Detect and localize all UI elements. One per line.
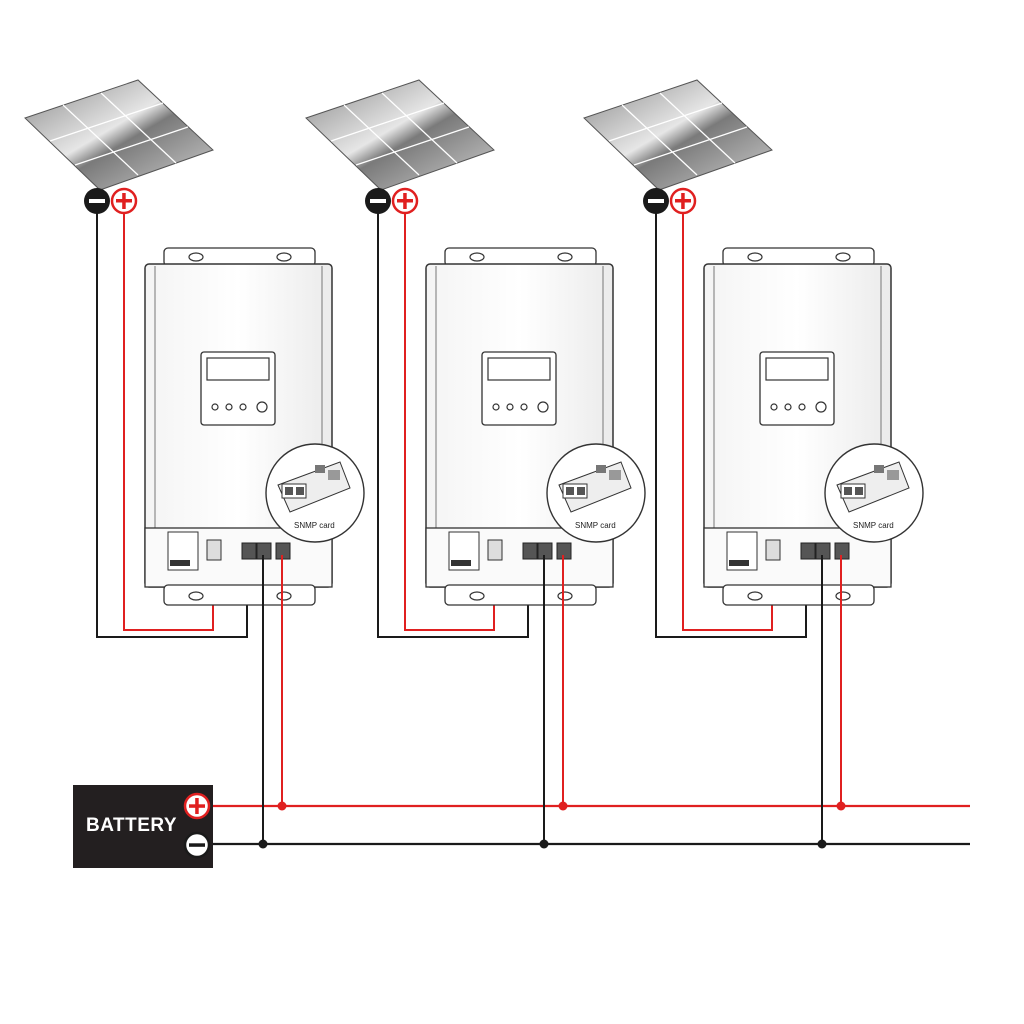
battery-negative-terminal-icon (183, 831, 211, 859)
solar-panel-1 (24, 79, 214, 191)
solar-panel-2 (305, 79, 495, 191)
snmp-card-callout-1: SNMP card (265, 443, 365, 543)
controller-body-1 (144, 247, 333, 606)
controller-body-2 (425, 247, 614, 606)
junction-negative-3 (817, 839, 827, 849)
snmp-card-label: SNMP card (853, 521, 894, 530)
charge-controller-unit-2: SNMP card (305, 79, 646, 849)
pv-positive-terminal-3 (669, 187, 697, 215)
junction-positive-1 (277, 801, 287, 811)
battery-label: BATTERY (86, 815, 177, 836)
solar-panel-3 (583, 79, 773, 191)
pv-negative-terminal-3 (643, 188, 669, 214)
pv-negative-terminal-2 (365, 188, 391, 214)
junction-negative-2 (539, 839, 549, 849)
junction-negative-1 (258, 839, 268, 849)
charge-controller-unit-1: SNMP card (24, 79, 365, 849)
controller-body-3 (703, 247, 892, 606)
pv-negative-terminal-1 (84, 188, 110, 214)
pv-positive-terminal-2 (391, 187, 419, 215)
snmp-card-callout-3: SNMP card (824, 443, 924, 543)
snmp-card-label: SNMP card (575, 521, 616, 530)
battery-positive-terminal-icon (183, 792, 211, 820)
snmp-card-callout-2: SNMP card (546, 443, 646, 543)
junction-positive-2 (558, 801, 568, 811)
battery-block: BATTERY (73, 785, 213, 868)
junction-positive-3 (836, 801, 846, 811)
pv-positive-terminal-1 (110, 187, 138, 215)
charge-controller-unit-3: SNMP card (583, 79, 924, 849)
snmp-card-label: SNMP card (294, 521, 335, 530)
